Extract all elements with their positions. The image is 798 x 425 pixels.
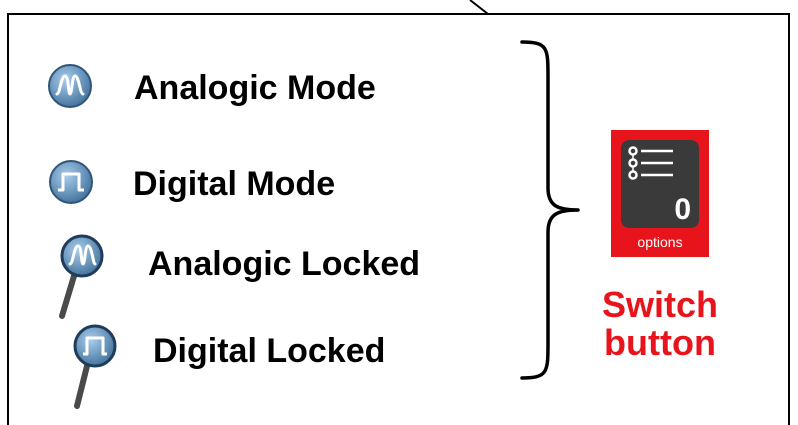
grouping-brace	[520, 40, 580, 380]
analog-wave-icon	[46, 62, 94, 115]
mode-row-digital-locked: Digital Locked	[65, 322, 385, 417]
callout-line	[469, 0, 489, 15]
frame-edge	[7, 380, 9, 425]
mode-row-analogic-locked: Analogic Locked	[52, 232, 420, 327]
switch-button[interactable]: 0 options	[611, 130, 709, 257]
list-options-icon	[628, 146, 673, 180]
digital-magnifier-icon	[65, 322, 125, 417]
mode-row-digital: Digital Mode	[47, 158, 335, 211]
options-count: 0	[674, 193, 691, 226]
mode-label: Analogic Mode	[134, 69, 376, 107]
mode-label: Analogic Locked	[148, 245, 421, 283]
mode-label: Digital Locked	[153, 332, 386, 370]
mode-label: Digital Mode	[133, 165, 336, 203]
options-caption: options	[637, 234, 682, 250]
switch-label-line1: Switch	[601, 284, 718, 325]
switch-label-line2: button	[604, 322, 716, 363]
analog-magnifier-icon	[52, 232, 112, 327]
switch-button-label: Switch button	[560, 286, 760, 362]
digital-square-wave-icon	[47, 158, 95, 211]
mode-row-analogic: Analogic Mode	[46, 62, 376, 115]
diagram-frame	[7, 13, 790, 425]
